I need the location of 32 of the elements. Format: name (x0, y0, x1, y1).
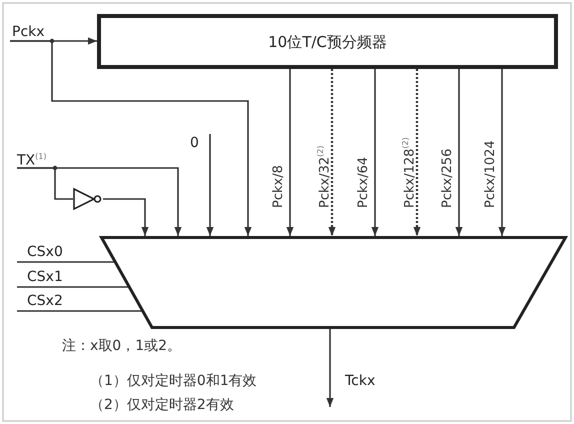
arrow (206, 134, 214, 236)
signal-name: CSx2 (27, 292, 63, 310)
edge-label: Pckx/8 (272, 165, 286, 208)
signal-name: 0 (190, 134, 199, 152)
inverter-symbol (73, 188, 103, 210)
arrow (326, 329, 334, 407)
edge-label: Pckx/64 (357, 156, 371, 208)
signal-line (17, 310, 142, 312)
arrow (286, 69, 294, 236)
block-title: 10位T/C预分频器 (268, 32, 387, 50)
arrow (103, 198, 149, 236)
signal-name: CSx1 (27, 268, 63, 286)
multiplexer-shape (100, 236, 567, 329)
signal-line (17, 286, 129, 288)
arrow (455, 69, 463, 236)
dotted-arrow (328, 69, 336, 236)
signal-line (17, 261, 115, 263)
note-text: 注：x取0，1或2。 (62, 337, 182, 355)
prescaler-box (97, 14, 558, 69)
dotted-arrow (413, 69, 421, 236)
note-text: （2）仅对定时器2有效 (90, 396, 234, 414)
arrow (371, 69, 379, 236)
signal-name: Tckx (345, 372, 376, 390)
signal-name: Pckx (12, 23, 45, 41)
edge-label: Pckx/256 (441, 148, 455, 208)
note-text: （1）仅对定时器0和1有效 (90, 372, 257, 390)
edge-label: Pckx/1024 (484, 140, 498, 208)
arrow (498, 69, 506, 236)
signal-name: TX$^{(1)}$ (17, 151, 46, 170)
arrow (17, 167, 182, 236)
arrow (10, 40, 252, 236)
signal-name: CSx0 (27, 243, 63, 261)
